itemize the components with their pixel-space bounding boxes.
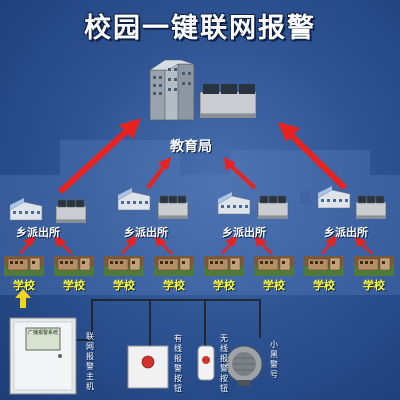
siren-icon [225, 345, 263, 386]
school-arrow-8 [354, 234, 373, 255]
school-label-8: 学校 [363, 279, 385, 292]
host-panel-text: 广播报警系统 [27, 330, 58, 336]
school-arrow-2 [54, 234, 73, 255]
school-label-5: 学校 [213, 279, 235, 292]
school-arrow-3 [121, 234, 139, 255]
school-label-1: 学校 [13, 279, 35, 292]
siren-label: 小黑警号 [270, 340, 278, 379]
station-icon-1 [9, 197, 87, 224]
school-arrow-6 [254, 234, 273, 255]
school-image-5 [203, 255, 245, 277]
school-arrow-1 [19, 234, 37, 255]
wireless-alarm-button-icon [197, 345, 215, 381]
bureau-label: 教育局 [170, 139, 212, 155]
device-wiring [76, 299, 261, 346]
school-image-3 [103, 255, 145, 277]
school-label-4: 学校 [163, 279, 185, 292]
station-label-4: 乡派出所 [324, 226, 368, 239]
station-label-1: 乡派出所 [16, 226, 60, 239]
school-arrow-5 [221, 234, 239, 255]
school-label-7: 学校 [313, 279, 335, 292]
school-arrow-4 [154, 234, 173, 255]
school-label-6: 学校 [263, 279, 285, 292]
school-label-2: 学校 [63, 279, 85, 292]
bureau-building-icon [149, 59, 195, 121]
page-title: 校园一键联网报警 [84, 13, 316, 44]
host-uplink-arrow [15, 289, 31, 308]
uplink-arrow-right [278, 122, 348, 191]
bureau-workstation-icon [199, 84, 257, 118]
host-label: 联网报警主机 [86, 332, 94, 391]
station-icon-4 [317, 185, 387, 220]
school-image-6 [253, 255, 295, 277]
school-image-1 [3, 255, 45, 277]
alarm-host-icon [9, 317, 77, 395]
school-image-8 [353, 255, 395, 277]
uplink-arrow-center-left [146, 157, 171, 190]
school-label-3: 学校 [113, 279, 135, 292]
wired-button-label: 有线报警按钮 [174, 334, 182, 393]
wireless-button-label: 无线报警按钮 [220, 334, 228, 393]
uplink-arrow-left [57, 118, 141, 195]
station-icon-2 [117, 187, 189, 220]
school-arrow-7 [321, 234, 339, 255]
station-label-3: 乡派出所 [222, 226, 266, 239]
station-icon-3 [217, 191, 289, 220]
school-image-7 [303, 255, 345, 277]
school-image-4 [153, 255, 195, 277]
uplink-arrow-center-right [224, 157, 257, 190]
school-image-2 [53, 255, 95, 277]
wired-alarm-button-icon [127, 345, 169, 389]
station-label-2: 乡派出所 [124, 226, 168, 239]
